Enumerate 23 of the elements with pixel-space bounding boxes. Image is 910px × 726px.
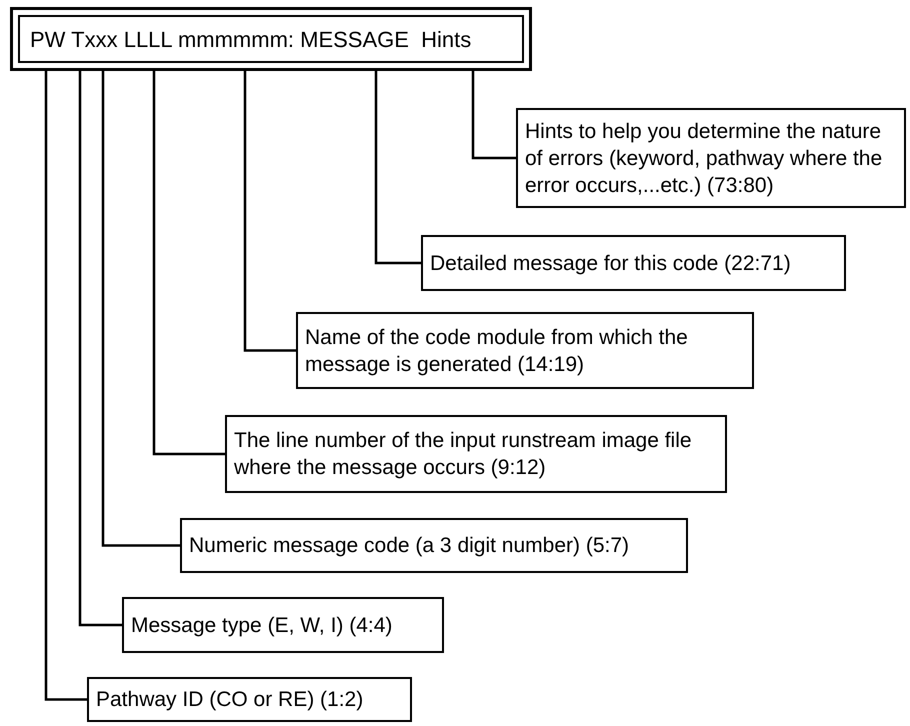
leader-line [78, 71, 122, 626]
description-text: Pathway ID (CO or RE) (1:2) [95, 687, 364, 713]
leader-line [244, 71, 296, 352]
description-text: Detailed message for this code (22:71) [429, 250, 792, 276]
description-text: Hints to help you determine the nature of errors (keyword, pathway where the error occurs,...etc.) (73:80) [524, 118, 884, 198]
leader-line [374, 71, 421, 264]
description-box [296, 312, 754, 389]
leader-line [152, 71, 225, 456]
message-format-text: PW Txxx LLLL mmmmmm: MESSAGE Hints [29, 26, 472, 52]
leader-line [102, 71, 180, 547]
description-box [87, 677, 412, 722]
leader-line [472, 71, 516, 160]
description-text: Numeric message code (a 3 digit number) (5:7) [188, 533, 630, 559]
description-text: Name of the code module from which the message is generated (14:19) [304, 324, 689, 378]
description-box [421, 235, 846, 291]
description-text: The line number of the input runstream image file where the message occurs (9:12) [233, 428, 693, 481]
description-box [516, 108, 906, 208]
leader-line [44, 71, 87, 701]
description-text: Message type (E, W, I) (4:4) [130, 612, 394, 638]
description-box [225, 415, 727, 493]
message-format-box [10, 7, 532, 71]
description-box [122, 597, 444, 653]
description-box [180, 518, 688, 573]
